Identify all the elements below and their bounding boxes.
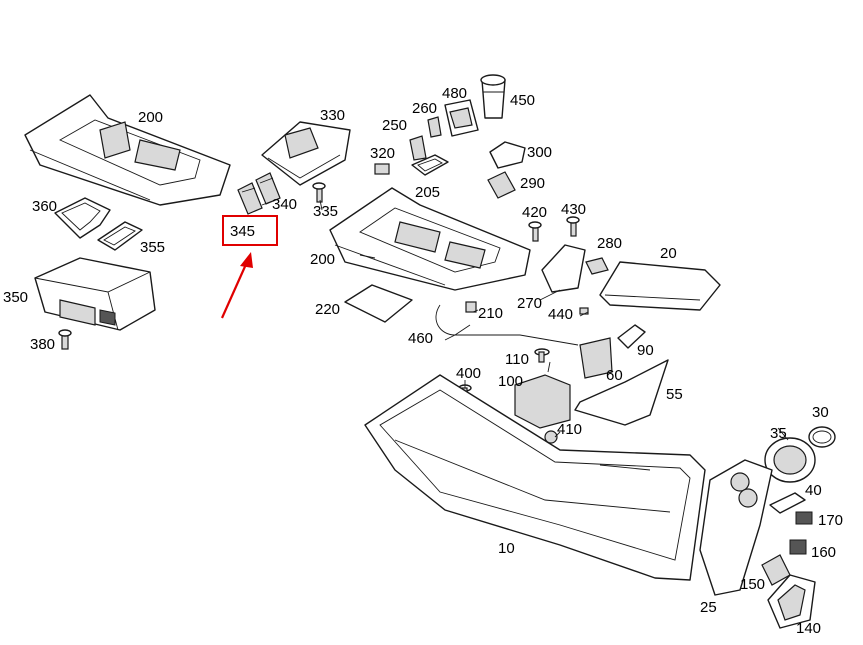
part-bracket-270 <box>541 244 586 293</box>
callout-320: 320 <box>370 145 395 162</box>
part-trim-panel-centre <box>329 187 531 291</box>
callout-400: 400 <box>456 365 481 382</box>
callout-210: 210 <box>478 305 503 322</box>
part-clip-320 <box>374 163 390 175</box>
part-centre-console <box>364 374 706 581</box>
part-bracket-340 <box>255 172 281 205</box>
callout-280: 280 <box>597 235 622 252</box>
part-nut-410 <box>544 430 558 444</box>
part-screw-335 <box>312 182 326 203</box>
part-grip-290 <box>487 171 516 199</box>
callout-200-centre: 200 <box>310 251 335 268</box>
highlight-box <box>222 215 278 246</box>
leader-lines <box>261 199 789 441</box>
callout-335: 335 <box>313 203 338 220</box>
callout-220: 220 <box>315 301 340 318</box>
callout-35: 35 <box>770 425 787 442</box>
part-bezel-40 <box>769 492 806 514</box>
part-cover-55 <box>574 359 669 426</box>
part-screw-380 <box>58 329 72 350</box>
callout-290: 290 <box>520 175 545 192</box>
callout-250: 250 <box>382 117 407 134</box>
part-trim-panel-upper <box>24 94 231 206</box>
highlight-arrowhead <box>240 252 253 268</box>
part-module-100 <box>514 374 571 429</box>
part-outlet-35 <box>764 437 816 483</box>
callout-345-highlighted: 345 <box>230 223 255 240</box>
callout-440: 440 <box>548 306 573 323</box>
callout-380: 380 <box>30 336 55 353</box>
callout-labels: 200 330 260 480 450 250 320 300 205 290 … <box>3 85 843 637</box>
part-latch-250 <box>409 135 427 161</box>
callout-200-upper: 200 <box>138 109 163 126</box>
callout-140: 140 <box>796 620 821 637</box>
callout-20: 20 <box>660 245 677 262</box>
callout-355: 355 <box>140 239 165 256</box>
part-rear-panel-25 <box>699 459 773 596</box>
highlight-arrow-shaft <box>220 261 249 319</box>
part-bracket-345 <box>237 182 263 215</box>
part-switch-90 <box>617 324 646 349</box>
callout-360: 360 <box>32 198 57 215</box>
callout-90: 90 <box>637 342 654 359</box>
callout-410: 410 <box>557 421 582 438</box>
part-clip-280 <box>585 257 609 275</box>
part-tray-140 <box>767 574 816 629</box>
callout-330: 330 <box>320 107 345 124</box>
callout-270: 270 <box>517 295 542 312</box>
part-screw-110 <box>534 348 550 363</box>
callout-340: 340 <box>272 196 297 213</box>
callout-430: 430 <box>561 201 586 218</box>
part-screw-430 <box>566 216 580 237</box>
part-cup-450 <box>480 74 506 119</box>
callout-40: 40 <box>805 482 822 499</box>
callout-30: 30 <box>812 404 829 421</box>
callout-300: 300 <box>527 144 552 161</box>
callout-420: 420 <box>522 204 547 221</box>
part-screw-420 <box>528 221 542 242</box>
callout-260: 260 <box>412 100 437 117</box>
callout-100: 100 <box>498 373 523 390</box>
part-ring-30 <box>808 426 836 448</box>
part-storage-module <box>34 257 156 331</box>
part-holder-480 <box>444 99 479 137</box>
part-mat <box>54 197 111 239</box>
callout-480: 480 <box>442 85 467 102</box>
part-bracket-60 <box>579 337 613 379</box>
highlight-group: 345 <box>220 215 278 319</box>
callout-60: 60 <box>606 367 623 384</box>
part-latch-260 <box>427 116 442 138</box>
callout-150: 150 <box>740 576 765 593</box>
callout-460: 460 <box>408 330 433 347</box>
callout-55: 55 <box>666 386 683 403</box>
callout-10: 10 <box>498 540 515 557</box>
callout-160: 160 <box>811 544 836 561</box>
part-cover <box>261 121 351 186</box>
part-cap-300 <box>489 141 526 169</box>
part-clip-210 <box>465 301 477 313</box>
callout-205: 205 <box>415 184 440 201</box>
callout-25: 25 <box>700 599 717 616</box>
part-armrest <box>599 261 721 311</box>
part-switch-170 <box>795 511 813 525</box>
callout-450: 450 <box>510 92 535 109</box>
part-switch-160 <box>789 539 807 555</box>
callout-170: 170 <box>818 512 843 529</box>
part-seal-205 <box>411 154 449 176</box>
part-plate-220 <box>344 284 413 323</box>
part-gasket <box>97 221 143 251</box>
callout-110: 110 <box>505 351 529 368</box>
callout-350: 350 <box>3 289 28 306</box>
